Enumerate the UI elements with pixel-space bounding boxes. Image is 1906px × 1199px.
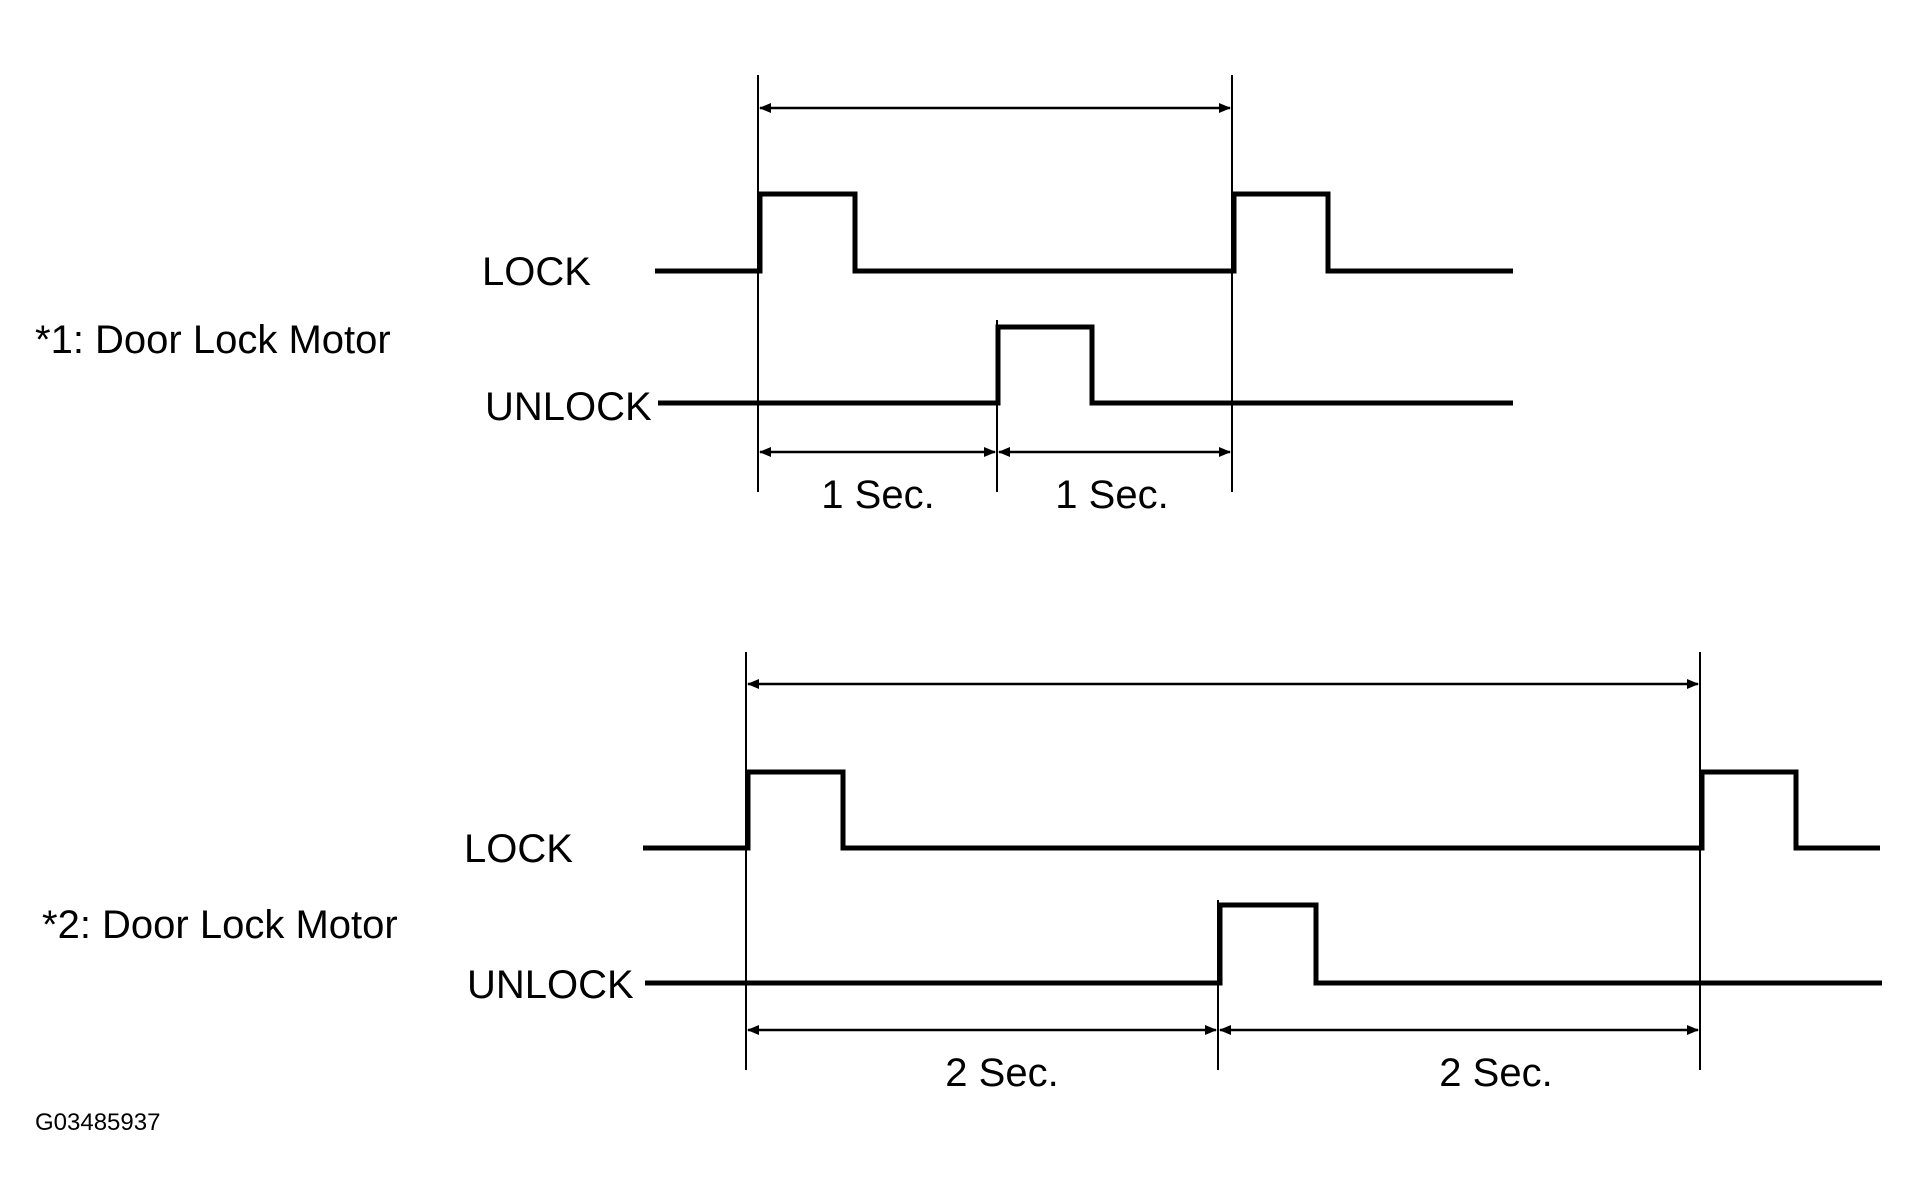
timing-set-1: *1: Door Lock Motor LOCK UNLOCK 1 Sec. 1… — [35, 75, 1513, 517]
unlock-signal — [645, 902, 1882, 986]
interval-label: 2 Sec. — [1439, 1051, 1552, 1095]
interval-label: 1 Sec. — [821, 473, 934, 517]
lock-signal — [655, 191, 1513, 274]
timing-set-2: *2: Door Lock Motor LOCK UNLOCK 2 Sec. 2… — [42, 652, 1882, 1095]
motor-label: *2: Door Lock Motor — [42, 903, 398, 947]
lock-signal — [643, 769, 1880, 851]
lock-label: LOCK — [482, 250, 591, 294]
unlock-label: UNLOCK — [467, 963, 634, 1007]
motor-label: *1: Door Lock Motor — [35, 318, 391, 362]
unlock-label: UNLOCK — [485, 385, 652, 429]
interval-label: 1 Sec. — [1055, 473, 1168, 517]
figure-id: G03485937 — [35, 1109, 160, 1136]
interval-label: 2 Sec. — [945, 1051, 1058, 1095]
unlock-signal — [658, 324, 1513, 406]
lock-label: LOCK — [464, 827, 573, 871]
